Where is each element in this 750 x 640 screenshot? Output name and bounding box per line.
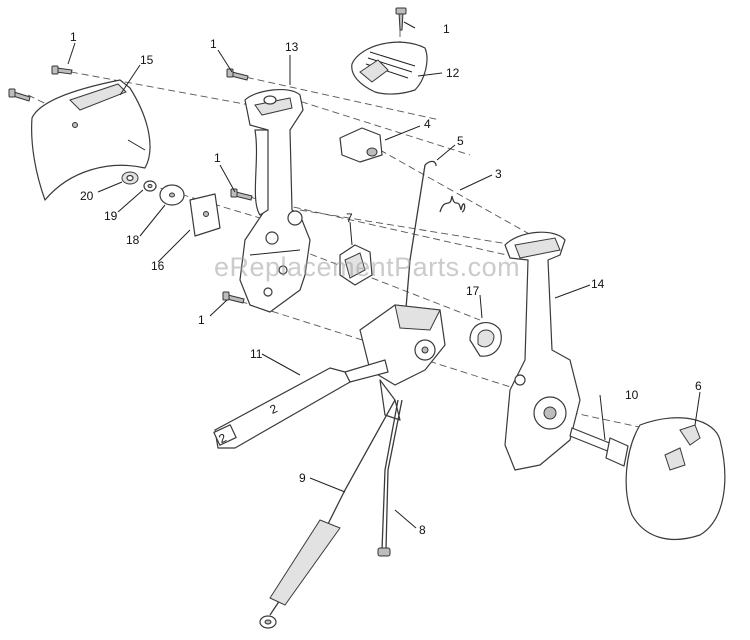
part-12-knob — [351, 41, 428, 95]
part-1-screw-upper-bracket — [226, 68, 249, 81]
callout-1-lower-bracket: 1 — [198, 313, 205, 327]
callout-8: 8 — [419, 523, 426, 537]
part-9-cable — [259, 399, 396, 629]
callout-6: 6 — [695, 379, 702, 393]
callout-leaders — [67, 21, 701, 529]
part-10-bolt — [569, 427, 629, 467]
callout-9: 9 — [299, 471, 306, 485]
part-13-bracket — [239, 88, 311, 313]
part-1-screw-far-left — [8, 88, 31, 102]
callout-numbers: 1 1 1 1 1 3 4 5 6 7 8 9 10 11 12 13 14 1… — [70, 22, 702, 537]
part-4-actuator — [339, 127, 383, 163]
callout-10: 10 — [625, 388, 639, 402]
callout-1-top-knob: 1 — [443, 22, 450, 36]
callout-1-upper-bracket: 1 — [210, 37, 217, 51]
part-1-screw-top-knob — [395, 7, 407, 31]
part-14-right-bracket — [504, 231, 581, 471]
part-8-cable — [377, 399, 403, 557]
part-19-washer — [143, 180, 157, 192]
part-15-left-cover — [31, 79, 151, 201]
part-17-clip — [469, 322, 502, 357]
callout-13: 13 — [285, 40, 299, 54]
callout-1-top-left: 1 — [70, 30, 77, 44]
callout-12: 12 — [446, 66, 460, 80]
callout-4: 4 — [424, 117, 431, 131]
callout-18: 18 — [126, 233, 140, 247]
part-18-disc — [159, 184, 185, 206]
part-6-right-cover — [625, 417, 726, 541]
callout-5: 5 — [457, 134, 464, 148]
callout-3: 3 — [495, 167, 502, 181]
callout-20: 20 — [80, 189, 94, 203]
part-11-lever-arm: 2 2 — [213, 359, 389, 449]
callout-7: 7 — [346, 211, 353, 225]
callout-19: 19 — [104, 209, 118, 223]
part-16-pad — [189, 193, 221, 237]
callout-11: 11 — [250, 347, 263, 361]
callout-1-mid-bracket: 1 — [214, 151, 221, 165]
part-1-screw-top-left — [51, 65, 73, 75]
part-1-screw-lower-bracket — [222, 291, 245, 304]
part-7-cam — [339, 244, 373, 286]
callout-17: 17 — [466, 284, 480, 298]
part-5-rod — [404, 160, 437, 321]
part-1-screw-mid-bracket — [230, 188, 253, 201]
part-3-spring — [439, 195, 466, 213]
callout-14: 14 — [591, 277, 605, 291]
part-20-bushing — [121, 171, 139, 185]
callout-15: 15 — [140, 53, 154, 67]
callout-16: 16 — [151, 259, 165, 273]
